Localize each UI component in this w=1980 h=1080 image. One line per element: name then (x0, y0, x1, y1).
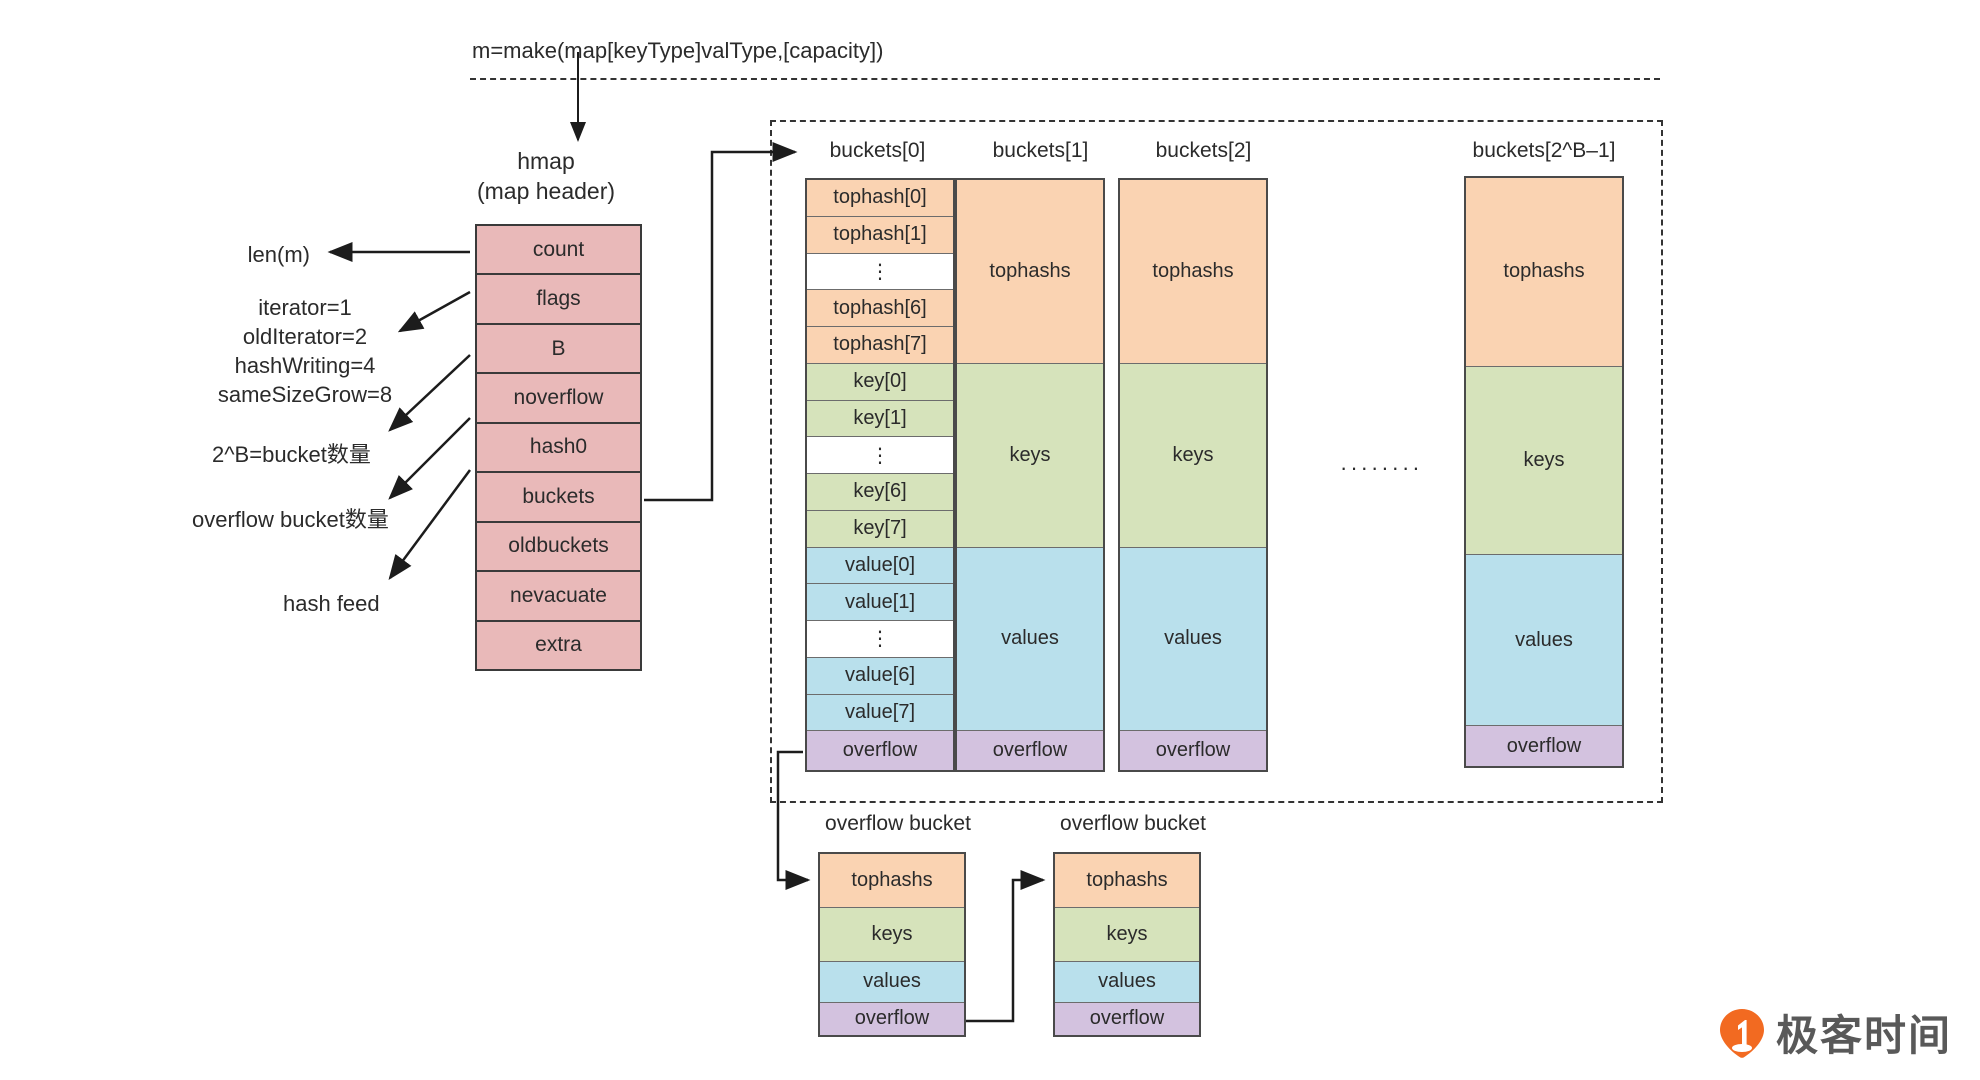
bucket-0: tophash[0] tophash[1] ⋮ tophash[6] topha… (805, 178, 955, 772)
overflow-bucket-2-title: overflow bucket (1060, 812, 1206, 835)
overflow-bucket-2-overflow: overflow (1055, 1002, 1199, 1035)
struct-field-count: count (477, 226, 640, 276)
bucket-2: tophashs keys values overflow (1118, 178, 1268, 772)
annotation-noverflow: overflow bucket数量 (192, 507, 389, 532)
overflow-bucket-2-keys: keys (1055, 907, 1199, 962)
hmap-title: hmap (517, 148, 575, 174)
geekbang-logo-icon (1720, 1008, 1764, 1058)
arrow-hash0-to-annotation (388, 469, 472, 581)
struct-field-extra: extra (477, 621, 640, 669)
bucket-1: tophashs keys values overflow (955, 178, 1105, 772)
bucket-1-tophashs: tophashs (957, 180, 1103, 364)
bucket-0-key-0: key[0] (807, 363, 953, 401)
bucket-1-keys: keys (957, 363, 1103, 548)
annotation-flags-line2: oldIterator=2 (242, 324, 368, 350)
annotation-b: 2^B=bucket数量 (212, 442, 371, 467)
bucket-0-key-gap: ⋮ (807, 437, 953, 474)
bucket-1-values: values (957, 547, 1103, 732)
top-dashed-separator (470, 78, 1660, 80)
overflow-bucket-2-tophashs: tophashs (1055, 854, 1199, 908)
bucket-2-overflow: overflow (1120, 731, 1266, 770)
buckets-ellipsis: ········ (1340, 455, 1423, 480)
bucket-2-values: values (1120, 547, 1266, 732)
struct-field-oldbuckets: oldbuckets (477, 522, 640, 573)
bucket-0-key-6: key[6] (807, 474, 953, 511)
bucket-0-tophash-1: tophash[1] (807, 216, 953, 254)
bucket-0-key-1: key[1] (807, 400, 953, 438)
overflow-bucket-1: tophashs keys values overflow (818, 852, 966, 1037)
bucket-0-tophash-gap: ⋮ (807, 253, 953, 291)
struct-field-flags: flags (477, 275, 640, 325)
annotation-flags-line4: sameSizeGrow=8 (217, 382, 393, 408)
bucket-0-value-7: value[7] (807, 694, 953, 732)
overflow-bucket-2-values: values (1055, 961, 1199, 1003)
overflow-bucket-1-tophashs: tophashs (820, 854, 964, 908)
struct-field-hash0: hash0 (477, 423, 640, 474)
bucket-last-values: values (1466, 555, 1622, 727)
bucket-0-value-6: value[6] (807, 657, 953, 695)
annotation-flags-line3: hashWriting=4 (234, 353, 376, 379)
bucket-1-overflow: overflow (957, 731, 1103, 770)
bucket-0-key-7: key[7] (807, 510, 953, 548)
arrow-ovbucket1-to-ovbucket2 (966, 870, 1046, 1023)
hmap-struct: count flags B noverflow hash0 buckets ol… (475, 224, 642, 671)
make-expression: m=make(map[keyType]valType,[capacity]) (472, 38, 884, 63)
bucket-0-value-gap: ⋮ (807, 621, 953, 658)
annotation-len: len(m) (247, 242, 310, 267)
bucket-header-1: buckets[1] (992, 139, 1089, 162)
bucket-0-value-1: value[1] (807, 584, 953, 621)
bucket-header-0: buckets[0] (829, 139, 926, 162)
struct-field-b: B (477, 324, 640, 375)
bucket-0-tophash-6: tophash[6] (807, 290, 953, 327)
hmap-subtitle: (map header) (476, 178, 616, 204)
bucket-last-tophashs: tophashs (1466, 178, 1622, 367)
bucket-0-tophash-7: tophash[7] (807, 327, 953, 364)
struct-field-nevacuate: nevacuate (477, 572, 640, 622)
bucket-last-overflow: overflow (1466, 726, 1622, 767)
arrow-noverflow-to-annotation (388, 417, 471, 500)
bucket-2-keys: keys (1120, 363, 1266, 548)
bucket-last: tophashs keys values overflow (1464, 176, 1624, 768)
overflow-bucket-1-overflow: overflow (820, 1002, 964, 1035)
overflow-bucket-1-keys: keys (820, 907, 964, 962)
watermark: 极客时间 (1718, 1002, 1952, 1063)
bucket-0-tophash-0: tophash[0] (807, 180, 953, 217)
overflow-bucket-2: tophashs keys values overflow (1053, 852, 1201, 1037)
struct-field-buckets: buckets (477, 473, 640, 523)
annotation-flags-line1: iterator=1 (258, 295, 352, 320)
bucket-0-overflow: overflow (807, 731, 953, 770)
bucket-0-value-0: value[0] (807, 547, 953, 585)
annotation-hash0: hash feed (283, 591, 380, 616)
struct-field-noverflow: noverflow (477, 374, 640, 424)
overflow-bucket-1-values: values (820, 961, 964, 1003)
annotation-flags: iterator=1 oldIterator=2 hashWriting=4 s… (190, 293, 420, 409)
bucket-header-2: buckets[2] (1155, 139, 1252, 162)
bucket-2-tophashs: tophashs (1120, 180, 1266, 364)
bucket-last-keys: keys (1466, 366, 1622, 556)
overflow-bucket-1-title: overflow bucket (825, 812, 971, 835)
bucket-header-last: buckets[2^B–1] (1472, 139, 1616, 162)
watermark-text: 极客时间 (1776, 1011, 1953, 1060)
